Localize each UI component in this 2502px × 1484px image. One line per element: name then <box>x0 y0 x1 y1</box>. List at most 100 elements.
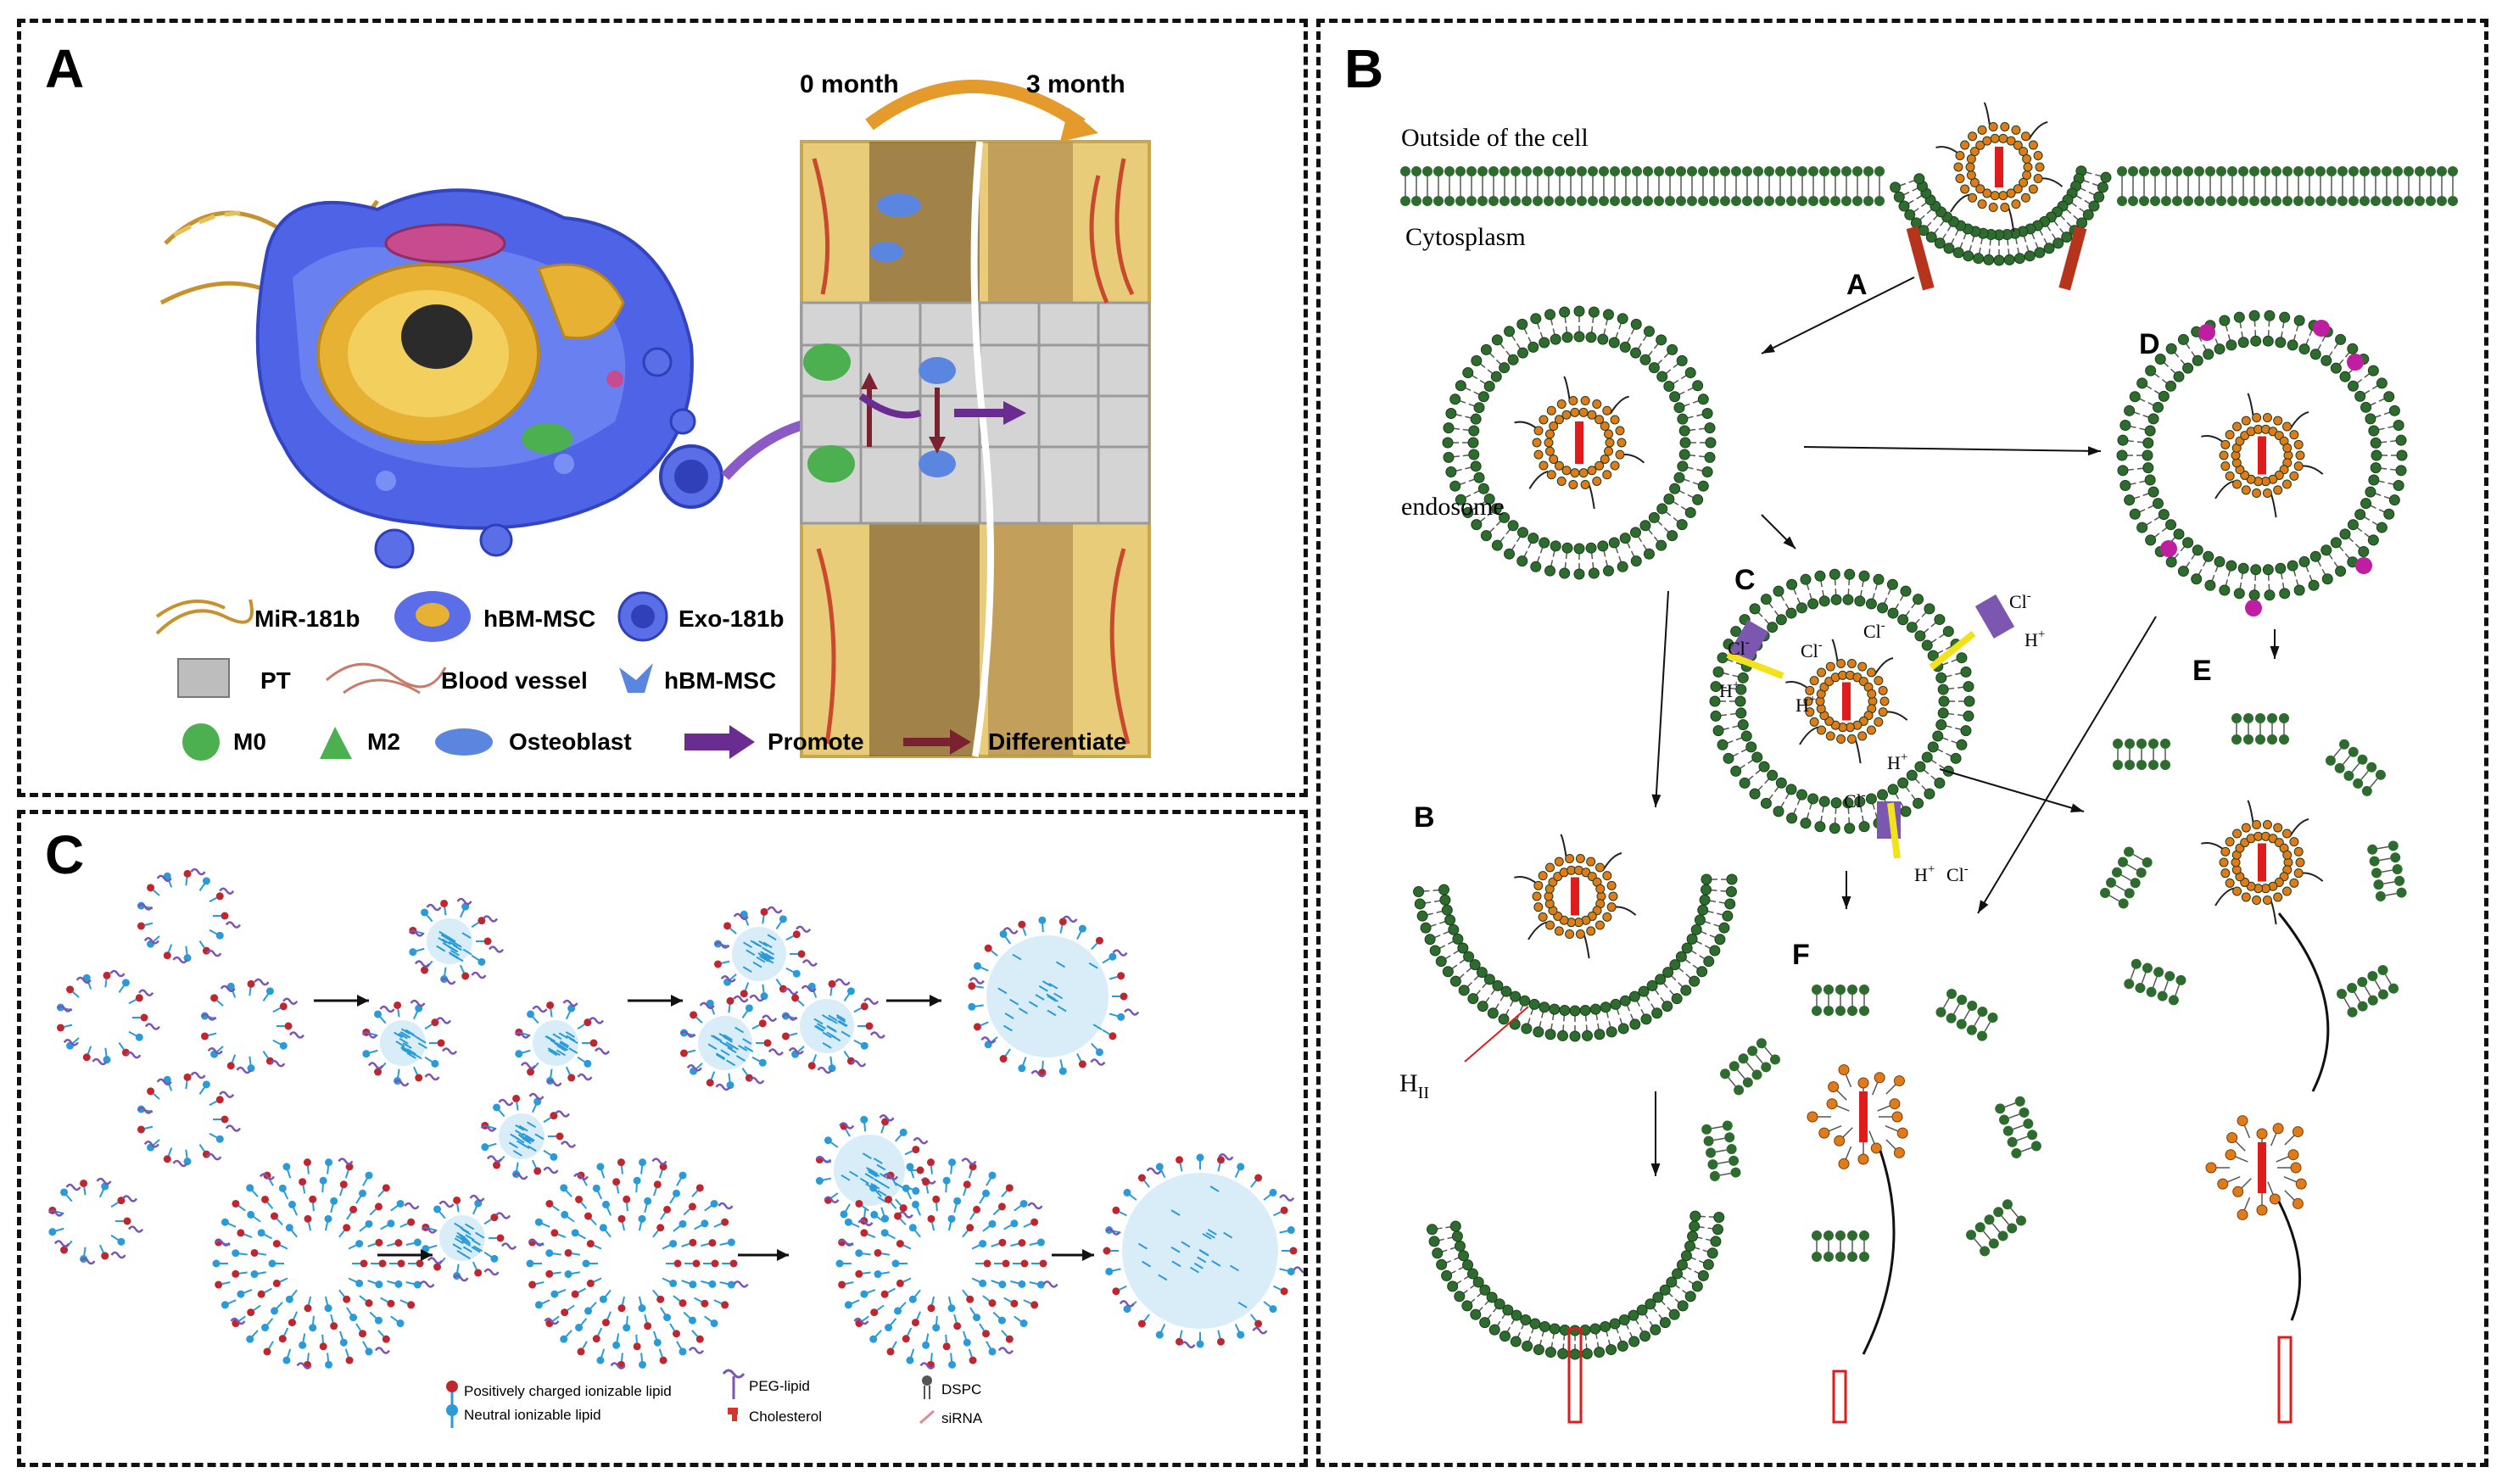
legend-neutral-lipid: Neutral ionizable lipid <box>464 1407 601 1423</box>
lnp-merged <box>714 907 817 1001</box>
panel-a-illustration: A <box>21 23 1304 793</box>
membrane-fragment <box>1812 985 1869 1016</box>
legend-hbm-msc-icon <box>619 663 653 693</box>
step-e-label: E <box>2192 655 2212 687</box>
ion-label-cl-3: Cl- <box>1863 619 1885 642</box>
flow-arrowhead <box>1651 1163 1661 1176</box>
released-rna-b-icon <box>1569 1329 1581 1422</box>
exo-181b-icon <box>661 446 722 507</box>
flow-arrowhead <box>1842 896 1851 909</box>
lnp-small <box>137 869 240 962</box>
panel-b-illustration: B Outside of the cell Cytosplasm endosom… <box>1321 23 2484 1463</box>
flow-arrowhead <box>1978 900 1988 913</box>
panel-a-label: A <box>45 38 84 99</box>
legend-peg-icon <box>723 1370 744 1399</box>
process-arrowhead <box>357 995 369 1007</box>
panel-a: A <box>17 19 1308 797</box>
fusion-protein-icon <box>2347 354 2364 371</box>
lnp-fusing <box>409 899 503 984</box>
flow-arrow <box>1804 447 2101 451</box>
flow-arrowhead <box>2270 646 2280 659</box>
bone-scaffold-illustration <box>801 86 1149 756</box>
step-f-label: F <box>1792 939 1810 971</box>
legend-peg: PEG-lipid <box>749 1378 810 1394</box>
outside-cell-label: Outside of the cell <box>1401 124 1589 152</box>
panel-c: C Positively charged ionizable lipid Neu… <box>17 810 1308 1467</box>
lipid-nanoparticle-assembly <box>48 869 1304 1369</box>
lnp-small <box>137 1073 240 1166</box>
membrane-fragment <box>2231 713 2289 745</box>
time-label-start: 0 month <box>800 70 899 98</box>
legend-m0-icon <box>182 723 220 761</box>
legend-pos-lipid: Positively charged ionizable lipid <box>464 1383 672 1399</box>
legend-neutral-lipid-icon <box>446 1404 458 1428</box>
flow-arrowhead <box>1762 343 1775 354</box>
legend-mir181b: MiR-181b <box>254 605 360 632</box>
membrane-fragment <box>2366 840 2407 902</box>
membrane-fragment <box>2323 737 2388 798</box>
fusion-protein-icon <box>2313 320 2330 337</box>
legend-promote-arrow-icon <box>684 725 755 759</box>
time-label-end: 3 month <box>1026 70 1125 98</box>
panel-b: B Outside of the cell Cytosplasm endosom… <box>1316 19 2488 1467</box>
flow-arrow <box>1762 277 1914 354</box>
ion-label-h-4: H+ <box>1887 750 1907 773</box>
membrane-fragment <box>2335 963 2400 1019</box>
legend-m2-icon <box>320 727 352 759</box>
legend-sirna-icon <box>920 1411 934 1423</box>
legend-promote: Promote <box>768 728 864 755</box>
membrane-fragment <box>2123 957 2188 1007</box>
legend-hbm-msc-cell: hBM-MSC <box>483 605 595 632</box>
legend-pt: PT <box>260 667 291 694</box>
membrane-fragment <box>1964 1197 2029 1258</box>
legend-cholesterol: Cholesterol <box>749 1409 822 1425</box>
legend-pt-icon <box>178 659 229 697</box>
released-rna-e-icon <box>2279 1337 2291 1422</box>
legend-blood-vessel-icon <box>327 664 445 693</box>
ion-label-cl-6: Cl- <box>1946 862 1969 885</box>
membrane-fragment <box>2113 739 2170 770</box>
endosomal-escape-pathways <box>1400 103 2458 1422</box>
lnp-final-large <box>1103 1154 1304 1348</box>
lnp-merged <box>782 979 885 1073</box>
lnp-fusing <box>422 1196 516 1280</box>
ion-label-cl-2: Cl- <box>1801 639 1823 661</box>
hbm-msc-cell-icon <box>258 190 692 527</box>
legend-pos-lipid-icon <box>446 1381 458 1406</box>
membrane-fragment <box>1812 1230 1869 1262</box>
flow-arrowhead <box>2088 446 2101 455</box>
process-arrowhead <box>671 995 683 1007</box>
membrane-fragment <box>1994 1095 2043 1160</box>
membrane-fragment <box>1934 987 1999 1043</box>
membrane-fragment <box>2098 845 2154 910</box>
release-path-e <box>2279 913 2328 1091</box>
fusion-protein-icon <box>2198 324 2215 341</box>
membrane-fragment <box>1718 1036 1783 1097</box>
legend-m0: M0 <box>233 728 266 755</box>
released-lipids-e <box>2206 1116 2306 1220</box>
flow-arrow <box>1656 591 1668 807</box>
lnp-fusing <box>362 1001 456 1085</box>
endosome-label: endosome <box>1401 493 1505 521</box>
cytosplasm-label: Cytosplasm <box>1405 223 1526 251</box>
membrane-fragment <box>1701 1120 1741 1182</box>
legend-m2: M2 <box>367 728 400 755</box>
fusion-protein-icon <box>2245 600 2262 616</box>
lnp-small <box>57 971 159 1064</box>
panel-c-label: C <box>45 824 84 885</box>
process-arrowhead <box>777 1249 789 1261</box>
legend-dspc: DSPC <box>941 1381 981 1398</box>
lnp-large <box>527 1158 748 1369</box>
lnp-merged <box>680 996 783 1090</box>
legend-mir181b-icon <box>157 600 252 633</box>
step-c-label: C <box>1734 564 1756 596</box>
legend-osteoblast-icon <box>435 728 493 756</box>
legend-differentiate: Differentiate <box>988 728 1126 755</box>
ion-label-h-5: H+ <box>1914 862 1935 885</box>
legend-exo181b-icon <box>619 593 667 640</box>
legend-exo181b: Exo-181b <box>679 605 785 632</box>
release-path-f <box>1863 1151 1894 1354</box>
legend-sirna: siRNA <box>941 1410 983 1426</box>
lnp-final <box>968 917 1138 1077</box>
ion-label-cl-4: Cl- <box>2009 589 2031 612</box>
